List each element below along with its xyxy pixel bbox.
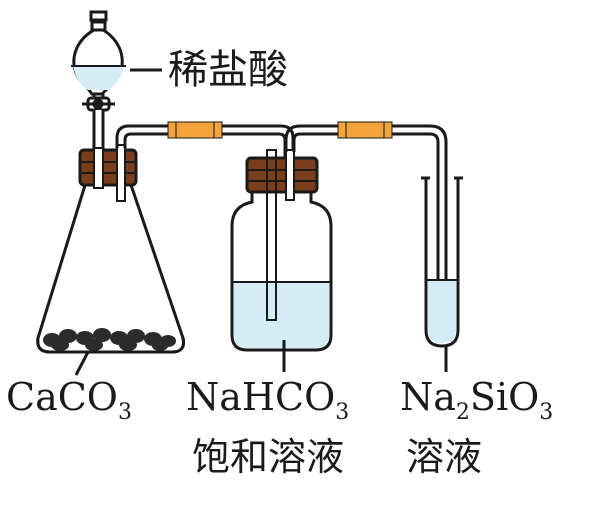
test-tube-body [424,178,460,348]
tube-label: Na2SiO3 溶液 [400,375,553,479]
acid-label: 稀盐酸 [168,47,288,93]
funnel-liquid [73,66,124,90]
svg-text:CaCO3: CaCO3 [6,375,132,425]
svg-text:Na2SiO3: Na2SiO3 [400,375,553,425]
bottle-label: NaHCO3 饱和溶液 [186,375,349,479]
flask-body [36,181,185,354]
test-tube [421,176,463,348]
erlenmeyer-flask [36,144,185,354]
caco3-solid [43,328,176,351]
svg-text:NaHCO3: NaHCO3 [186,375,349,425]
rubber-connector-2 [339,121,391,139]
svg-text:溶液: 溶液 [406,435,482,479]
test-tube-liquid [428,280,456,343]
flask-leader [74,351,90,376]
washing-bottle [230,149,333,352]
bottle-liquid [234,282,329,348]
rubber-connector-1 [169,121,221,139]
flask-label: CaCO3 [6,375,132,425]
flask-stopper [78,148,138,187]
svg-text:饱和溶液: 饱和溶液 [192,435,344,479]
bottle-stopper [245,156,319,194]
